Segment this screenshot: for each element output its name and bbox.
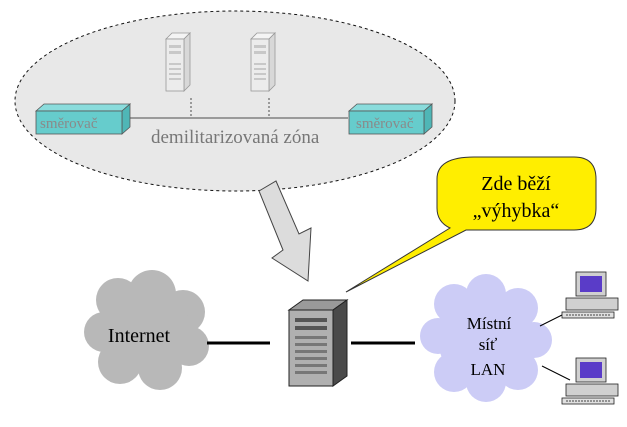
callout-line2: „výhybka“ [473,200,560,222]
lan-to-pc-bottom-link [541,365,571,381]
dmz-zone [14,10,456,192]
lan-label-line3: LAN [471,360,506,379]
dmz-server-right-icon [250,32,276,92]
dmz-server-left-icon [165,32,191,92]
dmz-label: demilitarizovaná zóna [151,127,320,148]
central-server-icon [287,299,349,387]
callout-bubble [345,156,597,293]
dmz-router-left: směrovač [34,103,132,135]
internet-label: Internet [108,325,171,347]
callout-line1: Zde běží [481,173,551,195]
internet-cloud [84,270,209,390]
dmz-router-right-label: směrovač [356,116,414,132]
lan-label-line1: Místní [467,314,512,333]
lan-label-line2: síť [479,335,498,354]
workstation-bottom-icon [561,357,619,405]
dmz-to-server-arrow [258,180,312,282]
lan-cloud [420,274,552,402]
workstation-top-icon [561,271,619,319]
dmz-router-right: směrovač [347,103,434,135]
dmz-router-left-label: směrovač [40,116,98,132]
